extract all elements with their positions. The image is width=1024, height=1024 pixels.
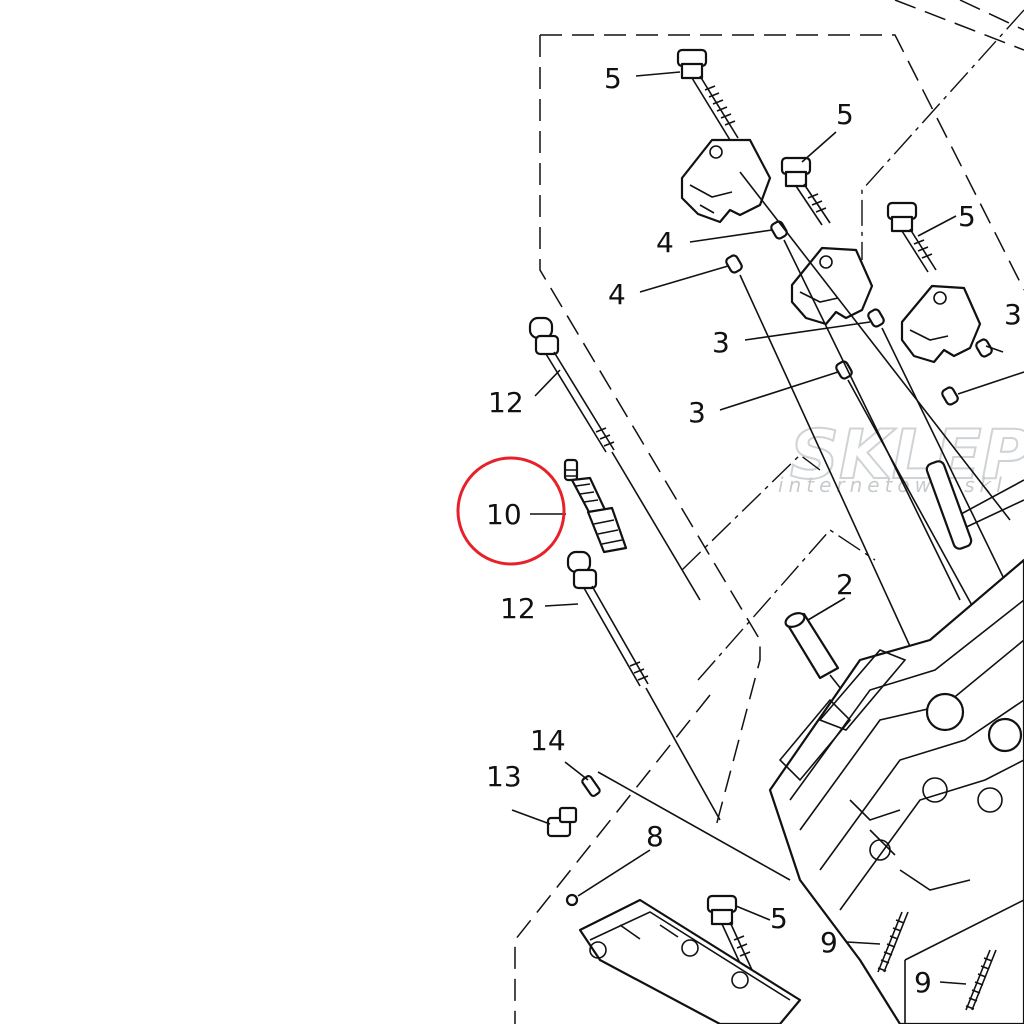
callout-4a: 4 — [656, 226, 674, 259]
callout-9a: 9 — [820, 926, 838, 959]
callout-10: 10 — [486, 498, 522, 531]
top-right-boundary-dashed — [894, 0, 1024, 51]
bolt-5d — [706, 894, 753, 973]
spring-9b — [965, 949, 997, 1011]
plug-14 — [581, 775, 601, 797]
callout-2: 2 — [836, 568, 854, 601]
watermark: SKLEP internetowy skl — [778, 415, 1024, 497]
callout-4b: 4 — [608, 278, 626, 311]
cylinder-head — [768, 460, 1024, 1024]
lower-boundary-dashed — [514, 694, 711, 1024]
callout-3c: 3 — [1004, 298, 1022, 331]
stud-bolt-12b — [566, 550, 721, 821]
spring-boundary-top — [904, 899, 1024, 961]
callout-5a: 5 — [604, 62, 622, 95]
centerline-lower — [697, 529, 876, 681]
top-right-boundary-dashed-2 — [959, 0, 1024, 31]
bolt-13 — [546, 806, 578, 838]
spring-9a — [877, 911, 909, 973]
cam-cap-3 — [900, 284, 982, 364]
bolt-5a — [676, 48, 739, 141]
cam-cap-2 — [790, 246, 874, 326]
callout-8: 8 — [646, 820, 664, 853]
stud-bolt-12a — [528, 316, 701, 601]
left-boundary-dashed — [539, 35, 761, 831]
cam-cap-1 — [680, 138, 772, 224]
watermark-sub-text: internetowy skl — [778, 473, 1007, 497]
upper-boundary-dashed — [540, 34, 1024, 291]
callout-12a: 12 — [488, 386, 524, 419]
callout-5c: 5 — [958, 200, 976, 233]
dowel-pins — [725, 220, 993, 406]
callout-3a: 3 — [712, 326, 730, 359]
callout-labels: 5 5 5 4 4 3 3 3 12 10 12 2 14 13 8 5 9 9 — [486, 62, 1022, 999]
watermark-main-text: SKLEP — [790, 416, 1024, 495]
callout-14: 14 — [530, 724, 566, 757]
callout-5b: 5 — [836, 98, 854, 131]
guide-line-14 — [597, 771, 791, 881]
callout-13: 13 — [486, 760, 522, 793]
spark-plug-10 — [563, 458, 628, 554]
centerline-upper — [861, 9, 1024, 260]
callout-9b: 9 — [914, 966, 932, 999]
bolt-5c — [886, 201, 937, 273]
centerline-mid — [681, 454, 821, 571]
callout-3b: 3 — [688, 396, 706, 429]
callout-5d: 5 — [770, 902, 788, 935]
assembly-boundaries — [514, 0, 1024, 1024]
camshaft-holder-lower — [578, 898, 802, 1024]
pin-8 — [565, 893, 579, 907]
highlight-circle — [456, 456, 566, 566]
leader-lines — [511, 71, 1024, 985]
callout-12b: 12 — [500, 592, 536, 625]
bolt-5b — [780, 156, 831, 226]
